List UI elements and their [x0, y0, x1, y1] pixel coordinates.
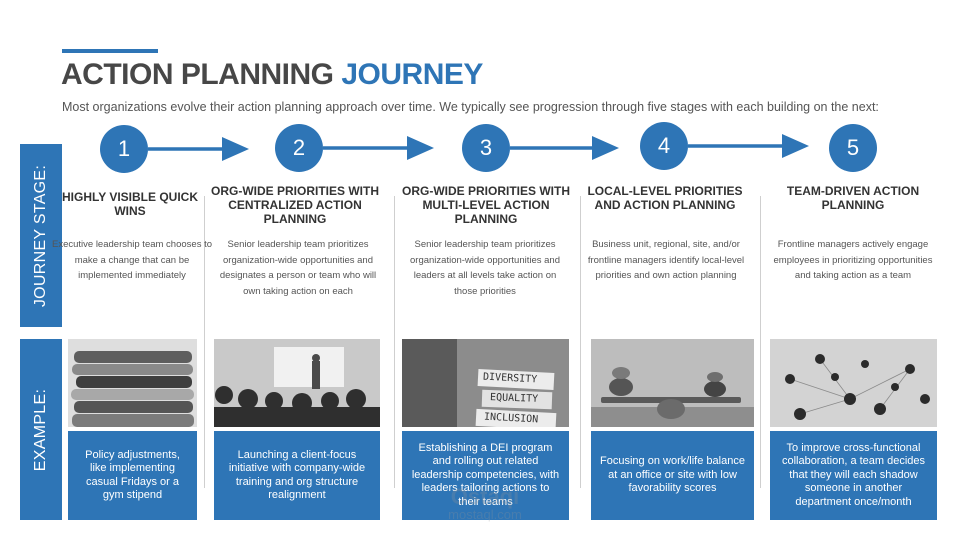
watermark-logo: Ostaqi: [450, 484, 520, 509]
photo-word-equality: EQUALITY: [489, 392, 539, 405]
stage-5-title: TEAM-DRIVEN ACTION PLANNING: [786, 184, 920, 212]
journey-stage-label: JOURNEY STAGE:: [32, 164, 49, 307]
stage-3-description: Senior leadership team prioritizes organ…: [410, 239, 560, 297]
stage-3-number: 3: [462, 124, 510, 172]
stage-5-number: 5: [829, 124, 877, 172]
stage-2-title: ORG-WIDE PRIORITIES WITH CENTRALIZED ACT…: [211, 184, 379, 226]
watermark: Ostaqi mostaql.com: [430, 486, 540, 524]
column-divider: [394, 196, 395, 488]
stage-4-number: 4: [640, 122, 688, 170]
column-divider: [204, 196, 205, 488]
stage-4-example: Focusing on work/life balance at an offi…: [591, 431, 754, 520]
journey-stage-label-box: JOURNEY STAGE:: [20, 144, 62, 327]
stage-4-description: Business unit, regional, site, and/or fr…: [587, 239, 745, 281]
page-title: ACTION PLANNING JOURNEY: [61, 58, 483, 92]
arrowhead-2-3: [407, 136, 434, 160]
column-divider: [580, 196, 581, 488]
arrowhead-3-4: [592, 136, 619, 160]
example-label: EXAMPLE:: [32, 388, 49, 471]
arrowhead-1-2: [222, 137, 249, 161]
watermark-url: mostaql.com: [448, 507, 522, 522]
page-subtitle: Most organizations evolve their action p…: [62, 100, 879, 114]
stage-1-description: Executive leadership team chooses to mak…: [52, 239, 213, 281]
stage-3-photo: DIVERSITY EQUALITY INCLUSION: [402, 339, 569, 427]
stage-1-photo: [68, 339, 197, 427]
stage-4-photo: [591, 339, 754, 427]
page-title-highlight: JOURNEY: [341, 58, 483, 91]
stage-3-example: Establishing a DEI program and rolling o…: [402, 431, 569, 520]
stage-2-photo: [214, 339, 380, 427]
column-divider: [760, 196, 761, 488]
stage-2-description: Senior leadership team prioritizes organ…: [219, 239, 377, 297]
stage-5-description: Frontline managers actively engage emplo…: [773, 239, 933, 281]
arrowhead-4-5: [782, 134, 809, 158]
title-accent-bar: [62, 49, 158, 53]
stage-2-number: 2: [275, 124, 323, 172]
stage-3-title: ORG-WIDE PRIORITIES WITH MULTI-LEVEL ACT…: [402, 184, 570, 226]
stage-5-photo: [770, 339, 937, 427]
stage-1-title: HIGHLY VISIBLE QUICK WINS: [61, 190, 199, 218]
stage-4-title: LOCAL-LEVEL PRIORITIES AND ACTION PLANNI…: [587, 184, 743, 212]
page-title-main: ACTION PLANNING: [61, 58, 334, 91]
example-label-box: EXAMPLE:: [20, 339, 62, 520]
stage-5-example: To improve cross-functional collaboratio…: [770, 431, 937, 520]
stage-1-example: Policy adjustments, like implementing ca…: [68, 431, 197, 520]
stage-1-number: 1: [100, 125, 148, 173]
stage-2-example: Launching a client-focus initiative with…: [214, 431, 380, 520]
